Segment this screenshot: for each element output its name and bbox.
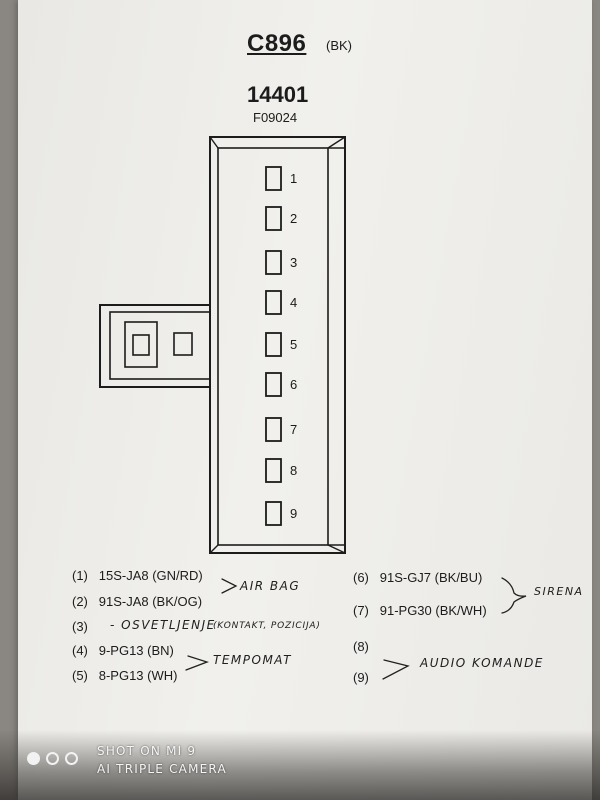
note-tempomat: TEMPOMAT [213,653,292,667]
legend-num: (4) [72,643,88,658]
legend-wire: 91-PG30 (BK/WH) [379,603,487,618]
watermark-line-2: AI TRIPLE CAMERA [97,762,227,776]
pin-label: 6 [290,377,297,392]
legend-num: (3) [72,619,88,634]
watermark-ring-icon [46,752,59,765]
note-audio-komande: AUDIO KOMANDE [420,656,544,670]
legend-row-4: (4) 9-PG13 (BN) [72,643,174,658]
legend-wire: 9-PG13 (BN) [98,643,174,658]
legend-wire: 15S-JA8 (GN/RD) [98,568,203,583]
pin-label: 8 [290,463,297,478]
pin-label: 9 [290,506,297,521]
pin-cavity-1 [265,166,282,191]
pin-label: 1 [290,171,297,186]
color-code: (BK) [326,38,352,53]
watermark-line-1: SHOT ON MI 9 [97,744,197,758]
pin-label: 3 [290,255,297,270]
legend-num: (1) [72,568,88,583]
legend-num: (5) [72,668,88,683]
legend-wire: 91S-JA8 (BK/OG) [98,594,203,609]
paper-sheet [18,0,592,800]
legend-row-7: (7) 91-PG30 (BK/WH) [353,603,487,618]
legend-row-2: (2) 91S-JA8 (BK/OG) [72,594,202,609]
pin-label: 4 [290,295,297,310]
connector-title: C896 [247,30,307,57]
sheet-code: F09024 [253,110,298,125]
pin-cavity-5 [265,332,282,357]
pin-cavity-2 [265,206,282,231]
pin-cavity-6 [265,372,282,397]
legend-wire: 91S-GJ7 (BK/BU) [379,570,483,585]
legend-num: (6) [353,570,369,585]
pin-cavity-9 [265,501,282,526]
legend-row-6: (6) 91S-GJ7 (BK/BU) [353,570,482,585]
legend-num: (9) [353,670,369,685]
legend-num: (2) [72,594,88,609]
pin-cavity-7 [265,417,282,442]
pin-cavity-8 [265,458,282,483]
note-lighting: - OSVETLJENJE [110,618,216,632]
note-airbag: AIR BAG [240,579,301,593]
part-number: 14401 [247,82,309,107]
connector-inner-outline [217,147,329,546]
legend-num: (8) [353,639,369,654]
airbag-bracket [221,578,238,594]
bottom-shadow [0,730,600,800]
pin-label: 7 [290,422,297,437]
connector-body-outline [209,136,346,554]
legend-row-9: (9) [353,670,369,685]
legend-row-1: (1) 15S-JA8 (GN/RD) [72,568,203,583]
legend-row-5: (5) 8-PG13 (WH) [72,668,177,683]
note-lighting-detail: (KONTAKT, POZICIJA) [213,621,321,631]
connector-latch-outline [99,304,211,388]
latch-window-outline [173,332,193,356]
legend-num: (7) [353,603,369,618]
watermark-ring-icon [65,752,78,765]
sirena-bracket [501,577,527,614]
pin-cavity-3 [265,250,282,275]
pin-cavity-4 [265,290,282,315]
audio-bracket [382,659,410,680]
legend-row-3: (3) [72,619,88,634]
pin-label: 2 [290,211,297,226]
tempomat-bracket [185,655,209,671]
legend-wire: 8-PG13 (WH) [98,668,178,683]
pin-label: 5 [290,337,297,352]
note-sirena: SIRENA [534,585,584,598]
watermark-dot-icon [27,752,40,765]
latch-slot-outline [124,321,158,368]
legend-row-8: (8) [353,639,369,654]
